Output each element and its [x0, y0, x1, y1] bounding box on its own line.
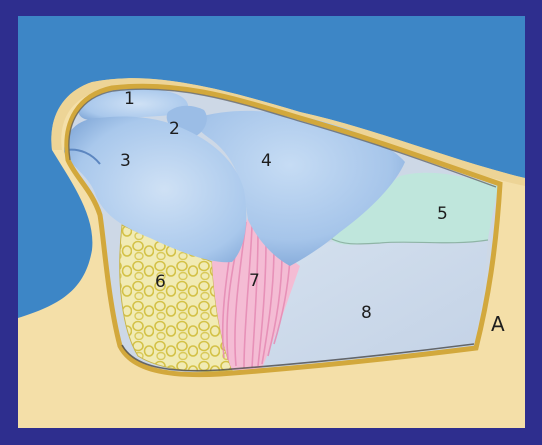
label-1: 1: [124, 89, 135, 109]
label-4: 4: [261, 151, 272, 171]
panel-label: A: [491, 312, 505, 336]
label-6: 6: [155, 272, 166, 292]
label-5: 5: [437, 204, 448, 224]
label-3: 3: [120, 151, 131, 171]
label-2: 2: [169, 119, 180, 139]
label-8: 8: [361, 303, 372, 323]
label-7: 7: [249, 271, 260, 291]
